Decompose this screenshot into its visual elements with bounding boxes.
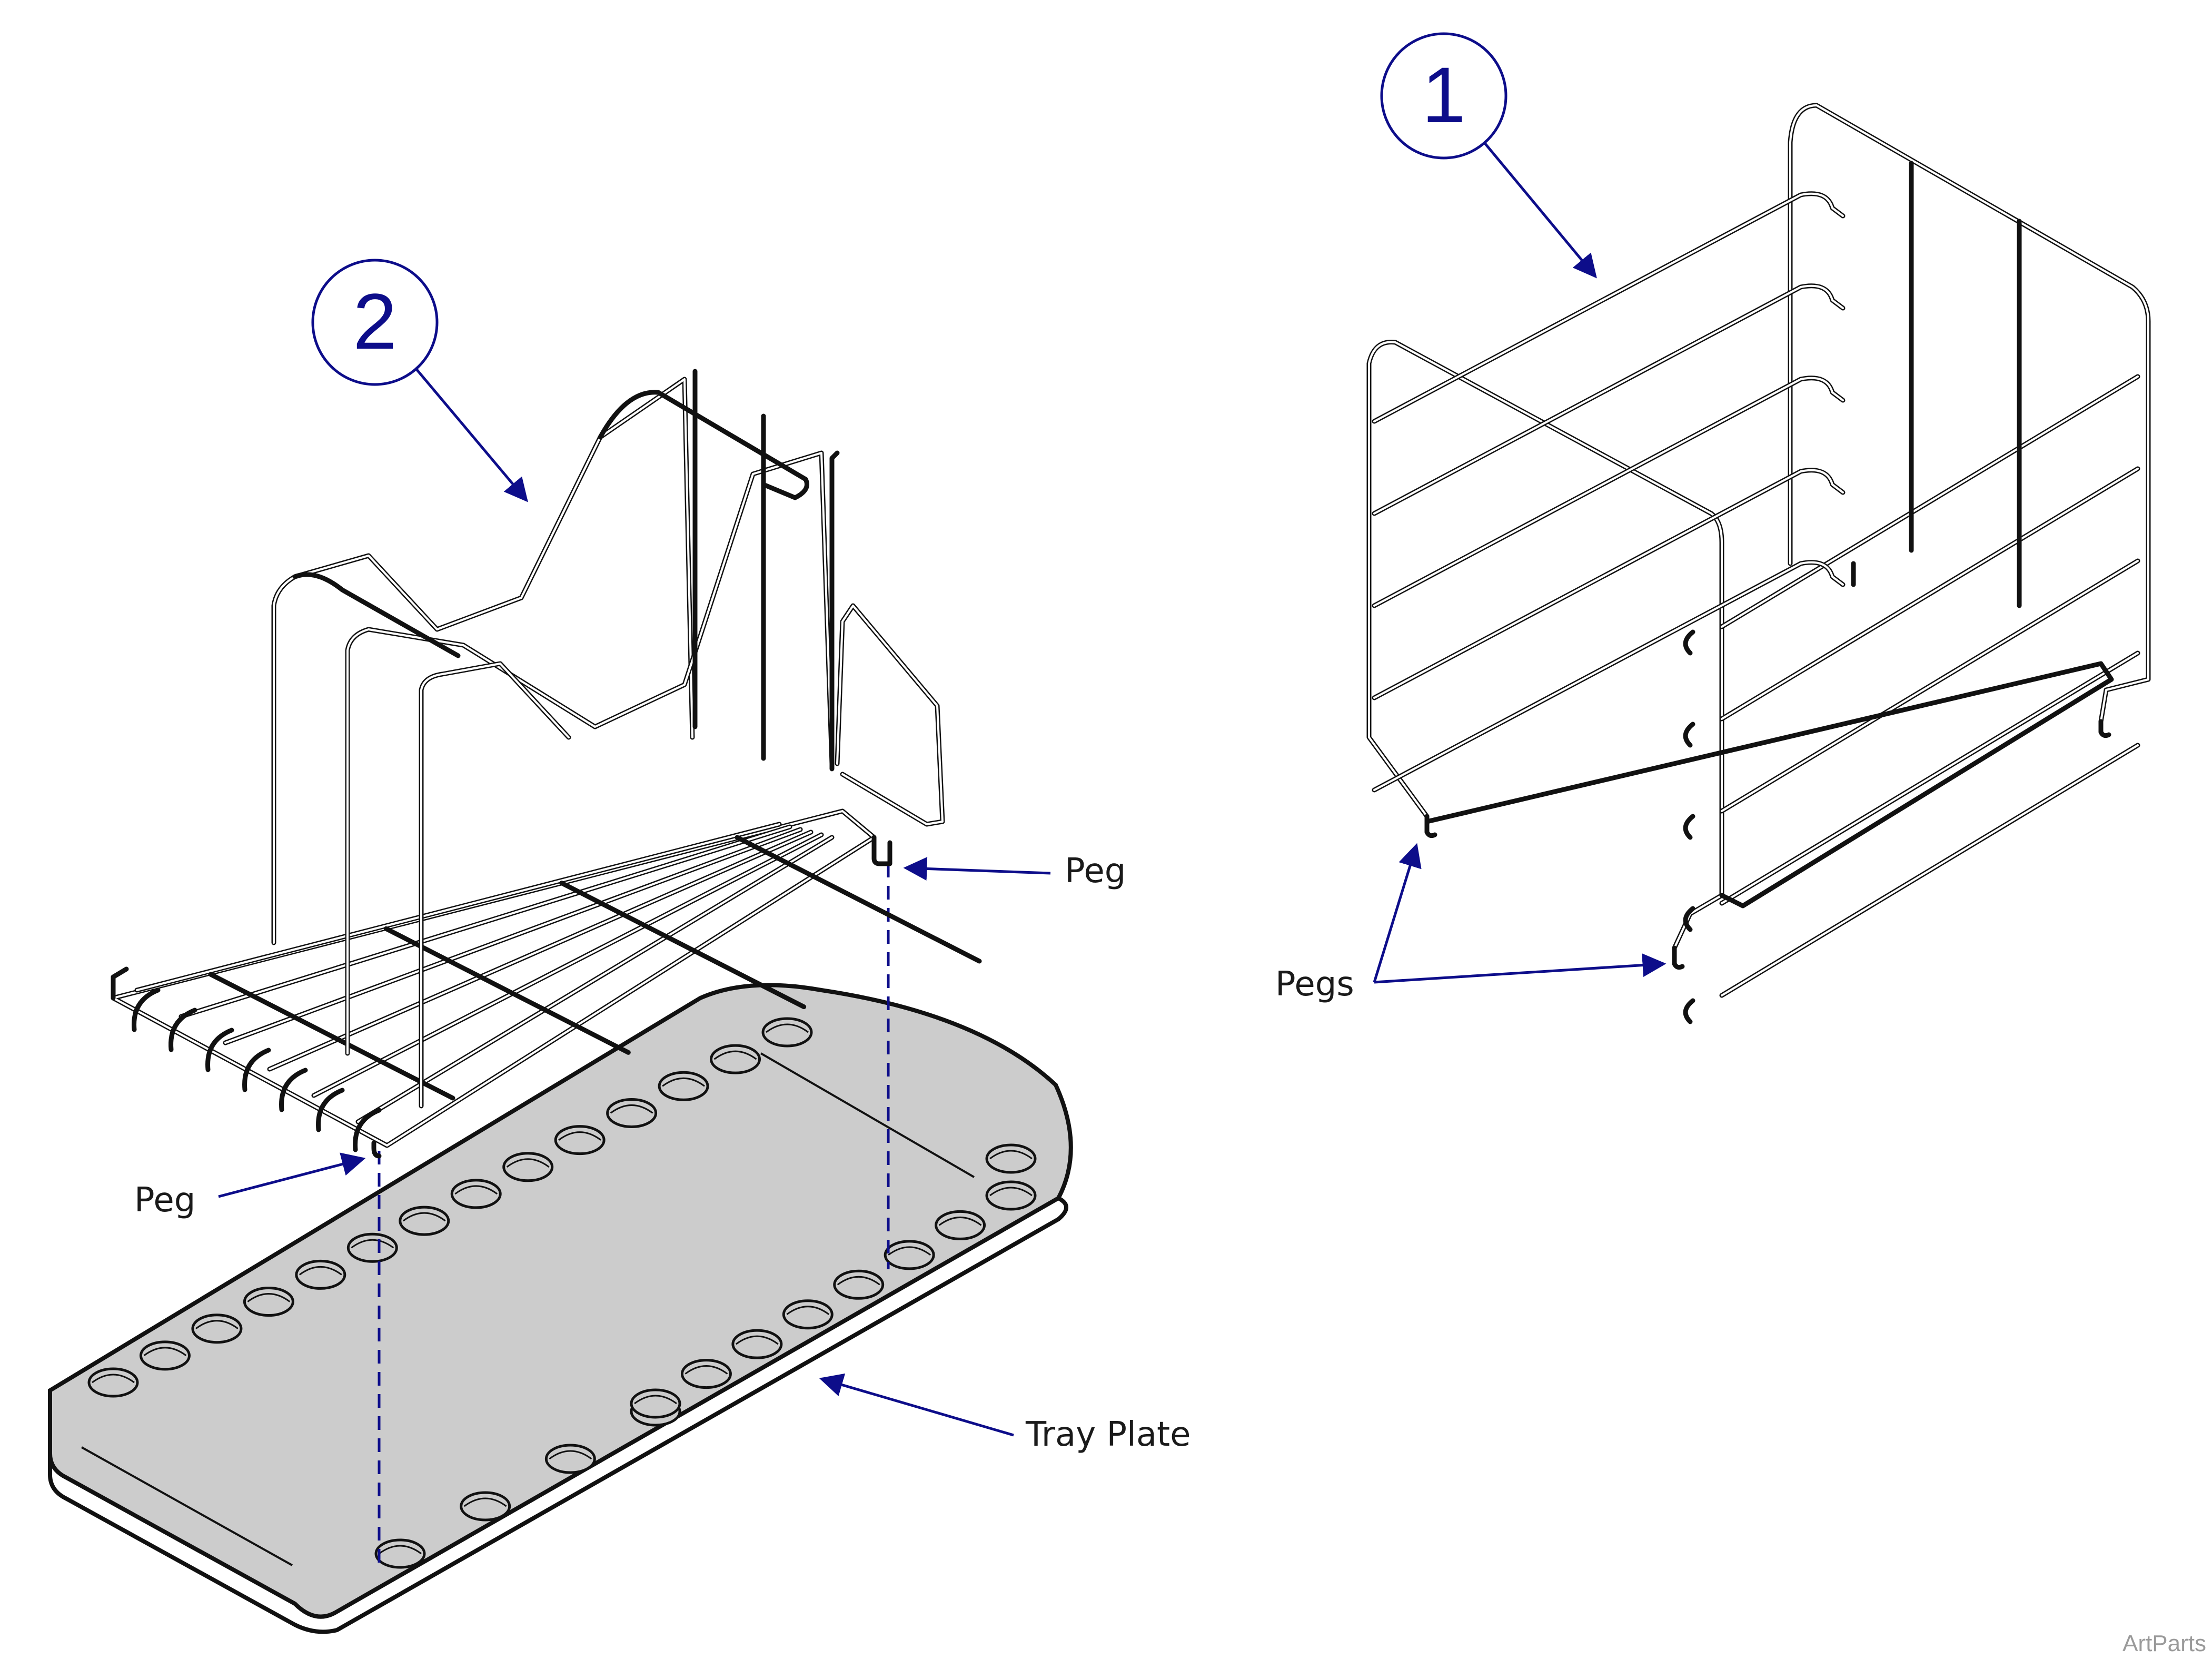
front-hook (132, 987, 161, 1032)
tray-hole (731, 1329, 783, 1359)
shelf-hook (1683, 998, 1695, 1024)
label-tray-plate: Tray Plate (819, 1373, 1191, 1454)
tray-hole (782, 1299, 834, 1330)
label-peg-right: Peg (903, 852, 1126, 891)
callout-1-number: 1 (1422, 51, 1465, 139)
watermark: ArtParts (2122, 1631, 2206, 1656)
callout-2-leader (415, 368, 528, 502)
tray-hole (346, 1232, 398, 1263)
callout-2: 2 (311, 259, 528, 502)
front-hook (316, 1088, 345, 1132)
tray-hole (243, 1287, 294, 1317)
tray-hole (191, 1314, 243, 1344)
tray-hole (554, 1125, 606, 1156)
tray-hole (658, 1071, 709, 1101)
label-peg-left: Peg (134, 1152, 366, 1220)
tray-hole (374, 1538, 426, 1569)
tray-hole (884, 1240, 935, 1270)
front-hook (353, 1108, 382, 1152)
cross-rail (735, 835, 982, 964)
tray-hole (680, 1359, 732, 1389)
tray-hole (502, 1152, 554, 1182)
tray-hole (606, 1098, 658, 1128)
tray-hole (833, 1269, 885, 1300)
callout-1: 1 (1380, 32, 1597, 279)
front-hook (205, 1028, 234, 1072)
front-hook (242, 1048, 271, 1092)
tray-hole (399, 1206, 450, 1236)
rack-2 (111, 369, 982, 1159)
tray-plate-body (48, 983, 1073, 1619)
peg-right-text: Peg (1065, 852, 1126, 891)
tray-hole (460, 1491, 511, 1522)
tray-hole (710, 1044, 761, 1074)
shelf-hook (1683, 814, 1695, 840)
tray-hole (544, 1444, 596, 1474)
cross-rail (208, 972, 455, 1101)
front-hook (279, 1068, 308, 1112)
tray-hole (985, 1143, 1037, 1174)
tray-plate-edge (48, 1196, 1068, 1634)
label-pegs: Pegs (1275, 843, 1667, 1004)
tray-hole (87, 1367, 139, 1398)
callout-2-number: 2 (353, 277, 396, 366)
shelf-hook (1683, 629, 1695, 656)
tray-hole (450, 1179, 502, 1209)
rack-1-shelves (1372, 191, 2140, 1024)
cross-rail (559, 881, 807, 1010)
tray-hole (139, 1340, 191, 1371)
callout-1-leader (1484, 142, 1597, 279)
tray-plate-text: Tray Plate (1025, 1415, 1191, 1454)
tray-hole (985, 1180, 1037, 1211)
rack-1 (1366, 103, 2151, 1024)
shelf-hook (1683, 722, 1695, 748)
shelf-hook (1683, 906, 1695, 932)
rack-2-base-rails (134, 822, 982, 1124)
pegs-text: Pegs (1275, 965, 1354, 1004)
peg-left-text: Peg (134, 1181, 195, 1220)
tray-plate (48, 983, 1073, 1634)
tray-hole (295, 1259, 346, 1290)
tray-holes (87, 1017, 1037, 1569)
tray-hole (630, 1388, 681, 1419)
cross-rail (383, 926, 631, 1055)
front-hook (168, 1008, 197, 1052)
rack-2-front-hooks (132, 987, 382, 1152)
tray-hole (761, 1017, 813, 1048)
tray-hole (935, 1210, 986, 1240)
